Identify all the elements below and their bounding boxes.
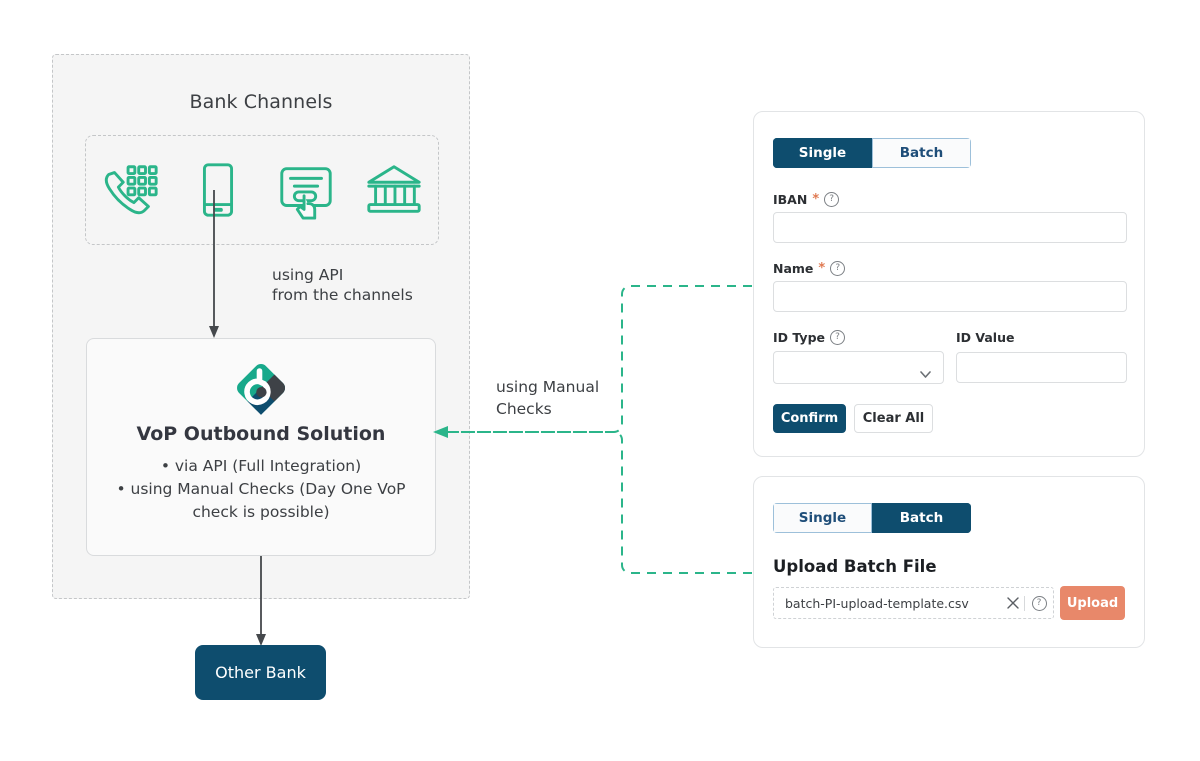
file-divider xyxy=(1024,595,1025,611)
confirm-button[interactable]: Confirm xyxy=(773,404,846,433)
api-flow-arrow xyxy=(208,190,220,338)
vop-card-title: VoP Outbound Solution xyxy=(136,423,386,445)
name-input[interactable] xyxy=(773,281,1127,312)
bank-branch-icon xyxy=(363,159,425,221)
vop-brand-logo xyxy=(87,361,435,415)
close-x-icon[interactable] xyxy=(1002,597,1024,609)
id-type-label-text: ID Type xyxy=(773,330,825,345)
tab-batch-batchpanel[interactable]: Batch xyxy=(872,503,971,533)
clear-all-button[interactable]: Clear All xyxy=(854,404,933,433)
other-bank-label: Other Bank xyxy=(215,663,306,682)
batch-panel-tab-group: Single Batch xyxy=(773,503,971,533)
manual-checks-connector xyxy=(420,270,770,590)
upload-batch-file-title: Upload Batch File xyxy=(773,557,937,576)
other-bank-node: Other Bank xyxy=(195,645,326,700)
id-type-select[interactable] xyxy=(773,351,944,384)
selected-file-name: batch-PI-upload-template.csv xyxy=(785,595,969,611)
iban-help-icon[interactable]: ? xyxy=(824,192,840,207)
single-check-panel: Single Batch IBAN * ? Name * ? ID Type ? xyxy=(753,111,1145,457)
batch-upload-panel: Single Batch Upload Batch File batch-PI-… xyxy=(753,476,1145,648)
id-type-label: ID Type ? xyxy=(773,330,845,345)
name-label-text: Name xyxy=(773,261,814,276)
vop-bullet-3: check is possible) xyxy=(192,503,330,521)
phone-keypad-icon xyxy=(99,159,161,221)
single-panel-tab-group: Single Batch xyxy=(773,138,971,168)
tab-single[interactable]: Single xyxy=(773,138,872,168)
id-value-input[interactable] xyxy=(956,352,1127,383)
id-value-label-text: ID Value xyxy=(956,330,1015,345)
vop-outbound-card: VoP Outbound Solution • via API (Full In… xyxy=(86,338,436,556)
bank-channels-title: Bank Channels xyxy=(189,91,333,113)
tab-single-batchpanel[interactable]: Single xyxy=(773,503,872,533)
id-type-help-icon[interactable]: ? xyxy=(830,330,845,345)
name-help-icon[interactable]: ? xyxy=(830,261,846,276)
iban-input[interactable] xyxy=(773,212,1127,243)
mobile-phone-icon xyxy=(187,159,249,221)
tab-batch[interactable]: Batch xyxy=(872,138,971,168)
manual-checks-label: using Manual Checks xyxy=(496,378,600,418)
selected-file-box: batch-PI-upload-template.csv ? xyxy=(773,587,1054,619)
name-required-asterisk: * xyxy=(818,261,826,276)
help-circle-icon[interactable]: ? xyxy=(1025,595,1053,611)
vop-bullet-1: • via API (Full Integration) xyxy=(160,457,362,475)
iban-required-asterisk: * xyxy=(812,192,820,207)
other-bank-flow-arrow xyxy=(255,556,267,646)
help-circle-glyph: ? xyxy=(1031,595,1047,611)
vop-card-bullets: • via API (Full Integration) • using Man… xyxy=(103,455,419,524)
online-form-click-icon xyxy=(275,159,337,221)
iban-label: IBAN * ? xyxy=(773,192,840,207)
channels-icon-row xyxy=(85,135,439,245)
upload-button[interactable]: Upload xyxy=(1060,586,1125,620)
vop-bullet-2: • using Manual Checks (Day One VoP xyxy=(116,480,406,498)
iban-label-text: IBAN xyxy=(773,192,808,207)
api-flow-label: using API from the channels xyxy=(272,266,413,304)
chevron-down-icon xyxy=(920,363,931,378)
name-label: Name * ? xyxy=(773,261,846,276)
id-value-label: ID Value xyxy=(956,330,1014,345)
